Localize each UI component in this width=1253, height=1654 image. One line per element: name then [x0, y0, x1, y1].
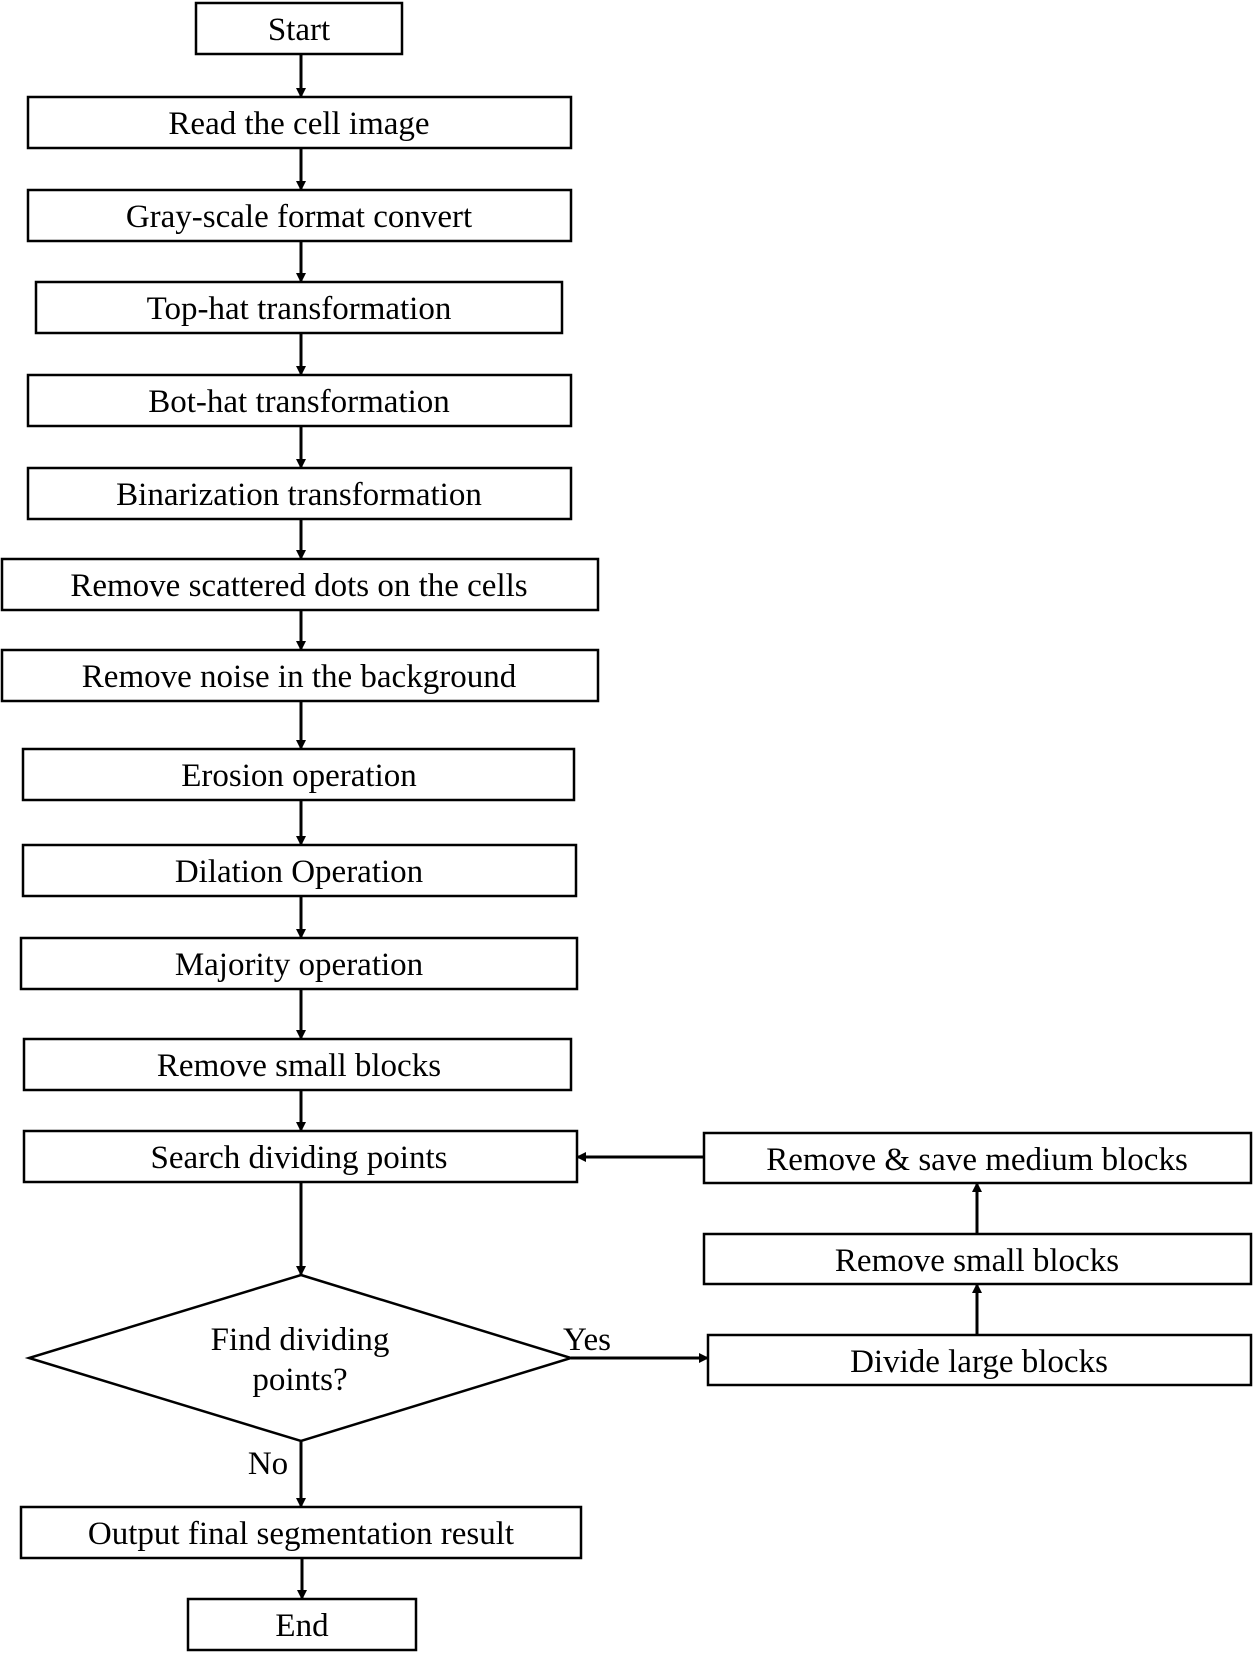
step-erosion-label: Erosion operation — [181, 758, 417, 794]
loop-remove-small — [702, 1232, 1253, 1286]
loop-remove-save-medium-label: Remove & save medium blocks — [766, 1142, 1188, 1178]
decision-diamond — [24, 1273, 576, 1443]
decision-label-line2: points? — [252, 1362, 347, 1398]
end-node — [186, 1597, 418, 1652]
yes-label: Yes — [563, 1322, 611, 1358]
loop-remove-small-label: Remove small blocks — [835, 1243, 1119, 1279]
step-bot-hat-label: Bot-hat transformation — [148, 384, 450, 420]
step-grayscale-label: Gray-scale format convert — [126, 199, 472, 235]
step-remove-small-blocks — [22, 1037, 573, 1092]
decision-label-line1: Find dividing — [211, 1322, 390, 1358]
step-dilation-label: Dilation Operation — [175, 854, 423, 890]
step-majority — [19, 936, 579, 991]
step-dilation — [21, 843, 578, 898]
end-label: End — [275, 1608, 329, 1644]
step-remove-noise — [0, 648, 600, 703]
step-top-hat-label: Top-hat transformation — [147, 291, 452, 327]
start-node — [194, 1, 404, 56]
step-majority-label: Majority operation — [175, 947, 423, 983]
step-output-result-label: Output final segmentation result — [88, 1516, 514, 1552]
step-erosion — [21, 747, 576, 802]
step-binarization-label: Binarization transformation — [116, 477, 482, 513]
step-top-hat — [34, 280, 564, 335]
step-read-image — [26, 95, 573, 150]
step-search-dividing-points-label: Search dividing points — [151, 1140, 448, 1176]
step-remove-small-blocks-label: Remove small blocks — [157, 1048, 441, 1084]
start-label: Start — [268, 12, 330, 48]
loop-divide-large-label: Divide large blocks — [850, 1344, 1108, 1380]
step-read-image-label: Read the cell image — [168, 106, 429, 142]
step-remove-noise-label: Remove noise in the background — [82, 659, 517, 695]
step-binarization — [26, 466, 573, 521]
step-remove-scattered-dots-label: Remove scattered dots on the cells — [70, 568, 527, 604]
no-label: No — [248, 1446, 288, 1482]
